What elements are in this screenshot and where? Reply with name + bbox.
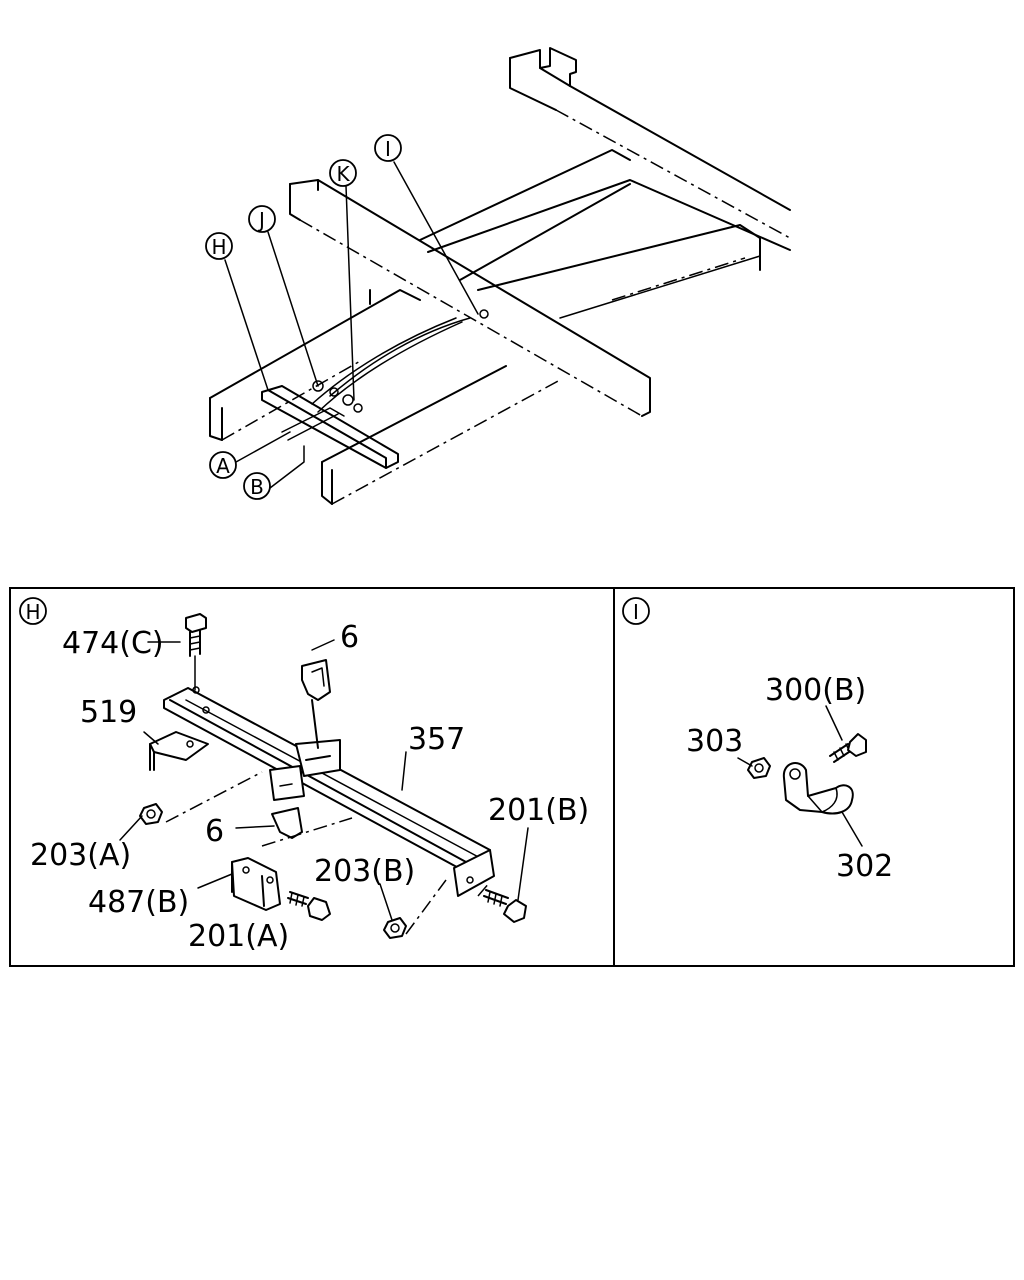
panel-i-drawing (737, 705, 867, 847)
callout-j[interactable]: J (248, 205, 276, 233)
label-474c: 474(C) (62, 626, 164, 661)
svg-text:K: K (336, 162, 350, 186)
panel-i-title: I (622, 597, 650, 625)
label-487b: 487(B) (88, 885, 189, 920)
label-203b: 203(B) (314, 854, 415, 889)
svg-text:H: H (25, 600, 40, 624)
label-203a: 203(A) (30, 838, 131, 873)
callout-i[interactable]: I (374, 134, 402, 162)
overview-frame-drawing (209, 47, 791, 505)
label-302: 302 (836, 849, 893, 884)
callout-a[interactable]: A (209, 451, 237, 479)
label-300b: 300(B) (765, 673, 866, 708)
label-201a: 201(A) (188, 919, 289, 954)
callout-b[interactable]: B (243, 472, 271, 500)
svg-text:I: I (385, 137, 391, 161)
label-519: 519 (80, 695, 137, 730)
svg-text:J: J (257, 208, 265, 232)
callout-k[interactable]: K (329, 159, 357, 187)
label-201b: 201(B) (488, 793, 589, 828)
detail-panels-frame (9, 587, 1015, 967)
label-6-top: 6 (340, 620, 359, 655)
panel-h-drawing (119, 613, 529, 939)
svg-text:A: A (216, 454, 230, 478)
svg-text:B: B (250, 475, 264, 499)
svg-text:I: I (633, 600, 639, 624)
callout-h[interactable]: H (205, 232, 233, 260)
label-357: 357 (408, 722, 465, 757)
svg-text:H: H (211, 235, 226, 259)
label-6-mid: 6 (205, 814, 224, 849)
panel-h-title: H (19, 597, 47, 625)
label-303: 303 (686, 724, 743, 759)
